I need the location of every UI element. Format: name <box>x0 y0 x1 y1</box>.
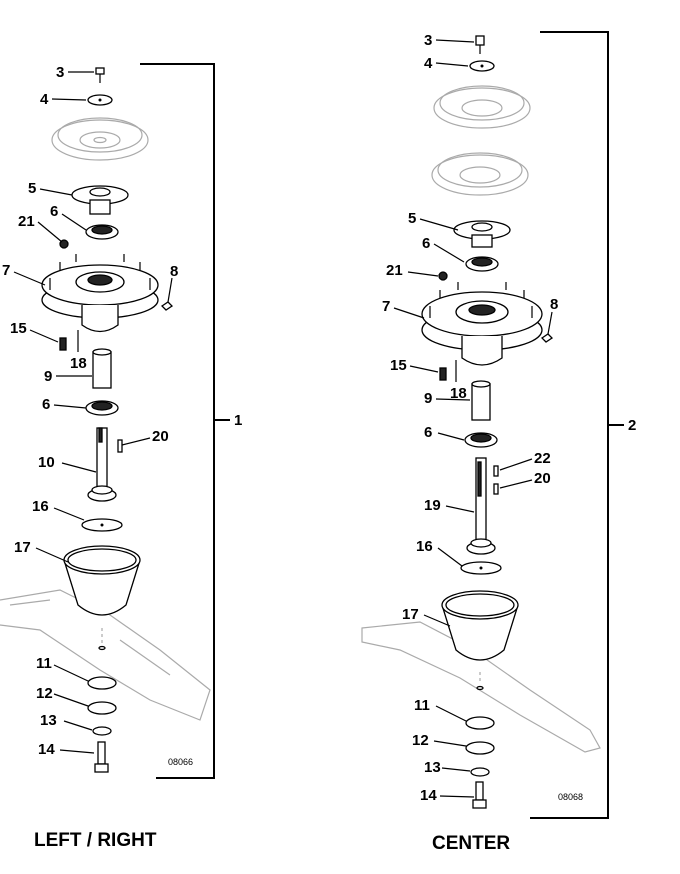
left-part-9-spacer <box>92 348 112 389</box>
center-callout-5: 5 <box>408 210 416 227</box>
left-part-12-washer <box>87 701 117 715</box>
center-callout-4: 4 <box>424 55 433 72</box>
left-caption: LEFT / RIGHT <box>34 830 157 851</box>
left-part-13-lockwasher <box>92 726 112 736</box>
left-callout-8: 8 <box>170 263 178 280</box>
center-callout-14: 14 <box>420 787 437 804</box>
left-callout-3: 3 <box>56 64 64 81</box>
left-bracket-label: 1 <box>234 412 242 429</box>
center-part-7-housing <box>421 282 543 366</box>
left-part-7-housing <box>41 254 159 333</box>
left-part-6-bearing-lower <box>85 400 119 416</box>
left-callout-5: 5 <box>28 180 36 197</box>
center-part-13-lockwasher <box>470 767 490 777</box>
center-part-20-key <box>493 483 499 495</box>
left-callout-15: 15 <box>10 320 27 337</box>
center-part-14-bolt <box>472 781 487 809</box>
center-callout-6b: 6 <box>424 424 432 441</box>
left-callout-18: 18 <box>70 355 87 372</box>
left-part-3-bolt <box>95 67 105 75</box>
left-part-20-key <box>117 439 123 453</box>
left-part-5-hub <box>71 185 129 215</box>
left-part-10-spindle <box>87 427 117 502</box>
center-callout-12: 12 <box>412 732 429 749</box>
center-assembly-drawing: 3 4 5 6 21 7 8 15 18 9 6 22 20 19 16 17 … <box>361 31 636 854</box>
center-part-6-bearing-lower <box>464 432 498 448</box>
center-part-15-bolt <box>439 367 447 381</box>
left-callout-12: 12 <box>36 685 53 702</box>
center-part-21-nut <box>438 271 448 281</box>
center-callout-6: 6 <box>422 235 430 252</box>
left-callout-17: 17 <box>14 539 31 556</box>
left-callout-20: 20 <box>152 428 169 445</box>
center-part-8-grease-fitting <box>540 333 554 343</box>
left-part-14-bolt <box>94 741 109 773</box>
left-callout-11: 11 <box>36 655 52 672</box>
left-callout-6b: 6 <box>42 396 50 413</box>
center-callout-17: 17 <box>402 606 419 623</box>
center-part-5-hub <box>453 220 511 248</box>
left-drawing-code: 08066 <box>168 757 193 767</box>
center-callout-8: 8 <box>550 296 558 313</box>
center-callout-3: 3 <box>424 32 432 49</box>
left-part-6-bearing-upper <box>85 224 119 240</box>
center-callout-21: 21 <box>386 262 403 279</box>
left-ghost-pulley <box>51 117 149 161</box>
center-caption: CENTER <box>432 833 510 854</box>
center-callout-7: 7 <box>382 298 390 315</box>
left-callout-10: 10 <box>38 454 55 471</box>
left-part-15-bolt <box>59 337 67 351</box>
center-drawing-code: 08068 <box>558 792 583 802</box>
center-callout-19: 19 <box>424 497 441 514</box>
left-callout-6: 6 <box>50 203 58 220</box>
center-part-3-bolt <box>475 35 485 46</box>
left-part-11-washer <box>87 676 117 690</box>
left-bracket <box>140 63 215 779</box>
left-assembly-drawing: 3 4 5 21 6 7 8 15 18 9 6 20 10 16 17 11 … <box>0 63 242 851</box>
center-part-17-cup <box>441 590 519 661</box>
center-part-9-spacer <box>471 380 491 421</box>
left-callout-16: 16 <box>32 498 49 515</box>
center-callout-11: 11 <box>414 697 430 714</box>
left-callout-7: 7 <box>2 262 10 279</box>
center-callout-15: 15 <box>390 357 407 374</box>
left-part-17-cup <box>63 545 141 616</box>
center-part-19-spindle <box>466 457 496 555</box>
left-callout-4: 4 <box>40 91 49 108</box>
center-bracket <box>530 31 609 819</box>
center-callout-9: 9 <box>424 390 432 407</box>
left-callout-21: 21 <box>18 213 35 230</box>
center-callout-22: 22 <box>534 450 551 467</box>
center-part-6-bearing-upper <box>465 256 499 272</box>
center-part-22-key <box>493 465 499 477</box>
left-callout-14: 14 <box>38 741 55 758</box>
left-callout-13: 13 <box>40 712 57 729</box>
center-bracket-label: 2 <box>628 417 636 434</box>
center-callout-20: 20 <box>534 470 551 487</box>
left-callout-9: 9 <box>44 368 52 385</box>
left-part-8-grease-fitting <box>160 301 174 311</box>
center-ghost-pulley-lower <box>431 152 529 196</box>
center-callout-13: 13 <box>424 759 441 776</box>
center-part-12-washer <box>465 741 495 755</box>
center-callout-16: 16 <box>416 538 433 555</box>
center-part-11-washer <box>465 716 495 730</box>
center-callout-18: 18 <box>450 385 467 402</box>
center-ghost-pulley-upper <box>433 85 531 129</box>
